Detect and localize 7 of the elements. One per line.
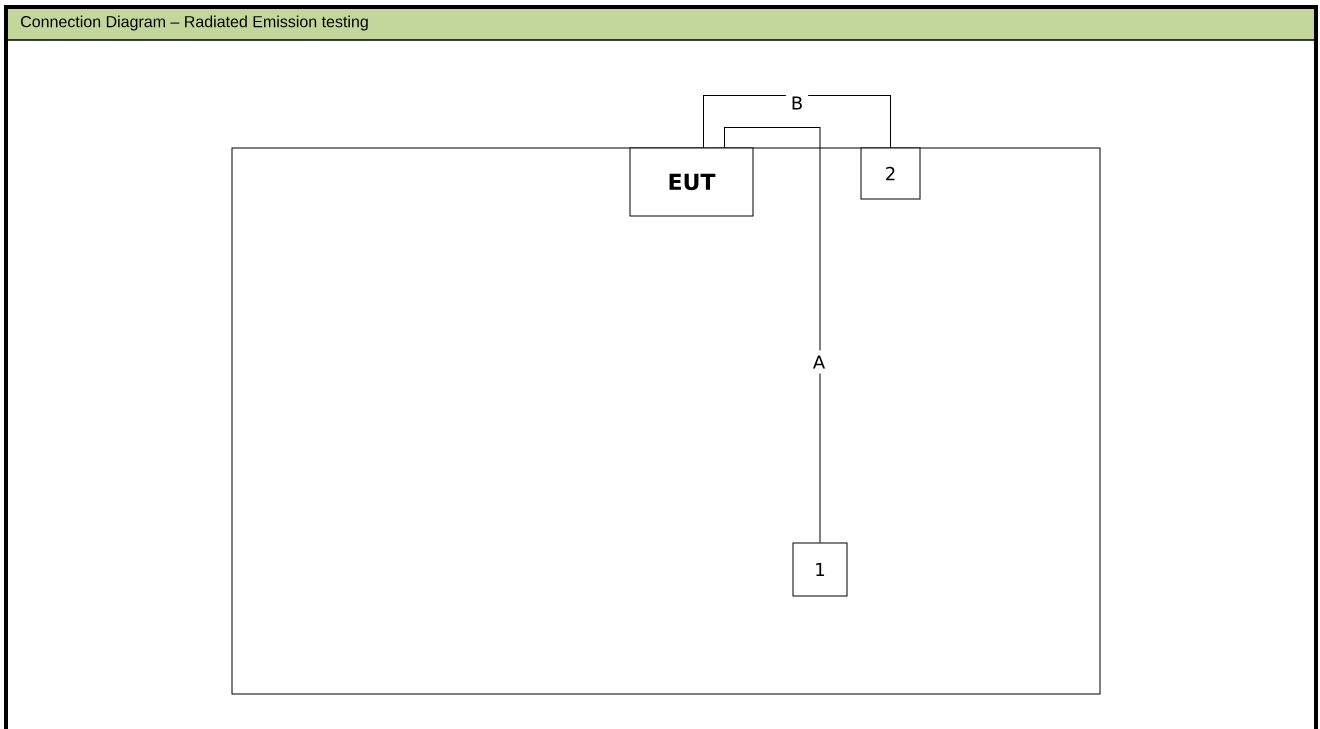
header-title: Connection Diagram – Radiated Emission testing [21,15,368,31]
cable-line [724,127,821,543]
edge-label: B [785,91,809,115]
room-outline [231,147,1101,695]
cable-line [703,95,891,148]
edge-label: A [807,350,831,374]
equipment-box: 1 [792,542,848,597]
